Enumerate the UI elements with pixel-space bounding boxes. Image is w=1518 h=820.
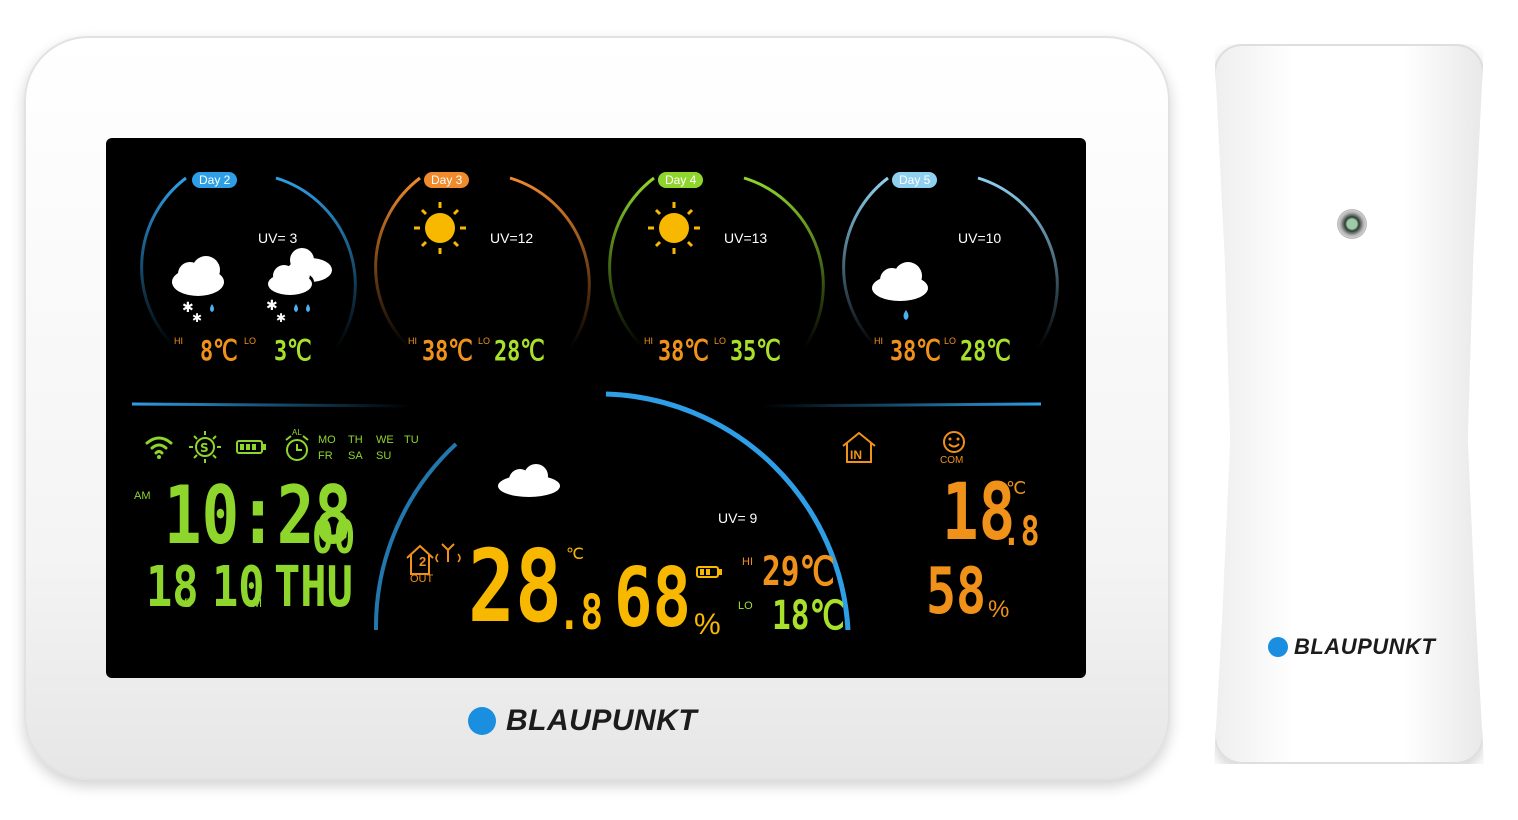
clock-ampm: AM bbox=[134, 490, 151, 502]
screen-arcs bbox=[131, 176, 1059, 631]
indoor-temperature-unit: ℃ bbox=[1006, 478, 1027, 498]
sun-icon bbox=[648, 202, 700, 254]
indoor-label: IN bbox=[850, 448, 862, 462]
forecast-day-2-badge: Day 2 bbox=[192, 172, 238, 188]
alarm-day-tu: TU bbox=[404, 434, 419, 446]
forecast-day-5-hi: 38℃ bbox=[890, 334, 941, 367]
outdoor-hi: 29℃ bbox=[762, 549, 835, 595]
outdoor-house-icon bbox=[406, 543, 461, 575]
forecast-day-3-hi-label: HI bbox=[408, 336, 417, 346]
wifi-icon bbox=[145, 436, 173, 459]
alarm-day-th: TH bbox=[348, 434, 363, 446]
forecast-day-4-lo: 35℃ bbox=[730, 334, 781, 367]
cloud-icon bbox=[498, 464, 560, 497]
outdoor-humidity-unit: % bbox=[694, 608, 721, 641]
forecast-day-3-lo-label: LO bbox=[478, 336, 491, 346]
cloud-rain-icon bbox=[872, 262, 928, 320]
cloud-snow-rain-icon: ✱✱ bbox=[172, 256, 224, 325]
forecast-day-4-badge: Day 4 bbox=[658, 172, 704, 188]
outdoor-temperature-unit: ℃ bbox=[566, 546, 584, 563]
sun-icon bbox=[414, 202, 466, 254]
svg-text:✱: ✱ bbox=[182, 300, 194, 316]
forecast-day-2-lo-label: LO bbox=[244, 336, 257, 346]
forecast-day-5-badge: Day 5 bbox=[892, 172, 938, 188]
forecast-day-5-lo: 28℃ bbox=[960, 334, 1011, 367]
clock-time: 10:28 bbox=[164, 469, 352, 562]
brand-logo-main: BLAUPUNKT bbox=[468, 704, 697, 738]
forecast-day-2-hi-label: HI bbox=[174, 336, 183, 346]
brand-dot-icon bbox=[1268, 637, 1288, 657]
alarm-day-su: SU bbox=[376, 450, 392, 462]
forecast-day-3-hi: 38℃ bbox=[422, 334, 473, 367]
forecast-day-5-uv: UV=10 bbox=[958, 230, 1002, 246]
forecast-day-4-uv: UV=13 bbox=[724, 230, 768, 246]
date-month-unit: M bbox=[252, 596, 262, 610]
forecast-day-3-uv: UV=12 bbox=[490, 230, 534, 246]
brand-name: BLAUPUNKT bbox=[506, 704, 698, 737]
svg-text:✱: ✱ bbox=[192, 311, 202, 325]
outdoor-uv: UV= 9 bbox=[718, 510, 758, 526]
lcd-screen: Day 2 Day 3 Day 4 Day 5 ✱✱ ✱✱ UV= 3 UV=1… bbox=[106, 138, 1086, 678]
comfort-smiley-icon bbox=[943, 431, 965, 453]
cloud-sun-snow-icon: ✱✱ bbox=[266, 248, 332, 325]
indoor-humidity: 58 bbox=[926, 555, 987, 629]
forecast-day-4-lo-label: LO bbox=[714, 336, 727, 346]
comfort-label: COM bbox=[940, 455, 964, 466]
outdoor-channel: 2 bbox=[419, 554, 427, 569]
brand-dot-icon bbox=[468, 707, 496, 735]
outdoor-lo: 18℃ bbox=[772, 593, 845, 639]
outdoor-hi-label: HI bbox=[742, 556, 753, 568]
indoor-temperature-decimal: .8 bbox=[1002, 509, 1040, 555]
forecast-day-3-badge: Day 3 bbox=[424, 172, 470, 188]
outdoor-lo-label: LO bbox=[738, 600, 753, 612]
battery-icon bbox=[236, 440, 266, 454]
brand-name: BLAUPUNKT bbox=[1294, 634, 1436, 659]
sun-sync-icon: S bbox=[189, 431, 221, 463]
indoor-humidity-unit: % bbox=[988, 596, 1010, 623]
alarm-label: AL bbox=[292, 428, 302, 437]
alarm-day-we: WE bbox=[376, 434, 394, 446]
date-day-unit: D bbox=[184, 596, 193, 610]
date-weekday: THU bbox=[274, 555, 353, 620]
brand-logo-sensor: BLAUPUNKT bbox=[1268, 634, 1435, 660]
outdoor-temperature-decimal: .8 bbox=[558, 585, 604, 641]
forecast-day-4-hi-label: HI bbox=[644, 336, 653, 346]
outdoor-battery-icon bbox=[696, 566, 722, 578]
forecast-day-2-hi: 8℃ bbox=[200, 334, 238, 367]
outdoor-humidity: 68 bbox=[614, 551, 692, 646]
forecast-day-5-hi-label: HI bbox=[874, 336, 883, 346]
svg-text:S: S bbox=[200, 441, 209, 455]
clock-seconds: 00 bbox=[312, 510, 356, 564]
forecast-day-3-lo: 28℃ bbox=[494, 334, 545, 367]
svg-text:✱: ✱ bbox=[276, 311, 286, 325]
alarm-day-fr: FR bbox=[318, 450, 333, 462]
forecast-day-2-lo: 3℃ bbox=[274, 334, 312, 367]
outdoor-label: OUT bbox=[410, 573, 434, 585]
alarm-day-mo: MO bbox=[318, 434, 336, 446]
indoor-house-icon bbox=[842, 431, 876, 463]
sensor-led-icon bbox=[1338, 210, 1366, 238]
alarm-day-sa: SA bbox=[348, 450, 363, 462]
forecast-day-2-uv: UV= 3 bbox=[258, 230, 298, 246]
forecast-arcs bbox=[140, 176, 1059, 350]
alarm-clock-icon bbox=[285, 435, 309, 461]
date-month: 10 bbox=[212, 555, 265, 620]
svg-text:✱: ✱ bbox=[266, 298, 278, 314]
date-day: 18 bbox=[146, 555, 199, 620]
forecast-day-4-hi: 38℃ bbox=[658, 334, 709, 367]
indoor-temperature: 18 bbox=[942, 468, 1016, 558]
outdoor-temperature: 28 bbox=[468, 528, 562, 645]
forecast-day-5-lo-label: LO bbox=[944, 336, 957, 346]
outdoor-sensor-body bbox=[1214, 44, 1484, 764]
